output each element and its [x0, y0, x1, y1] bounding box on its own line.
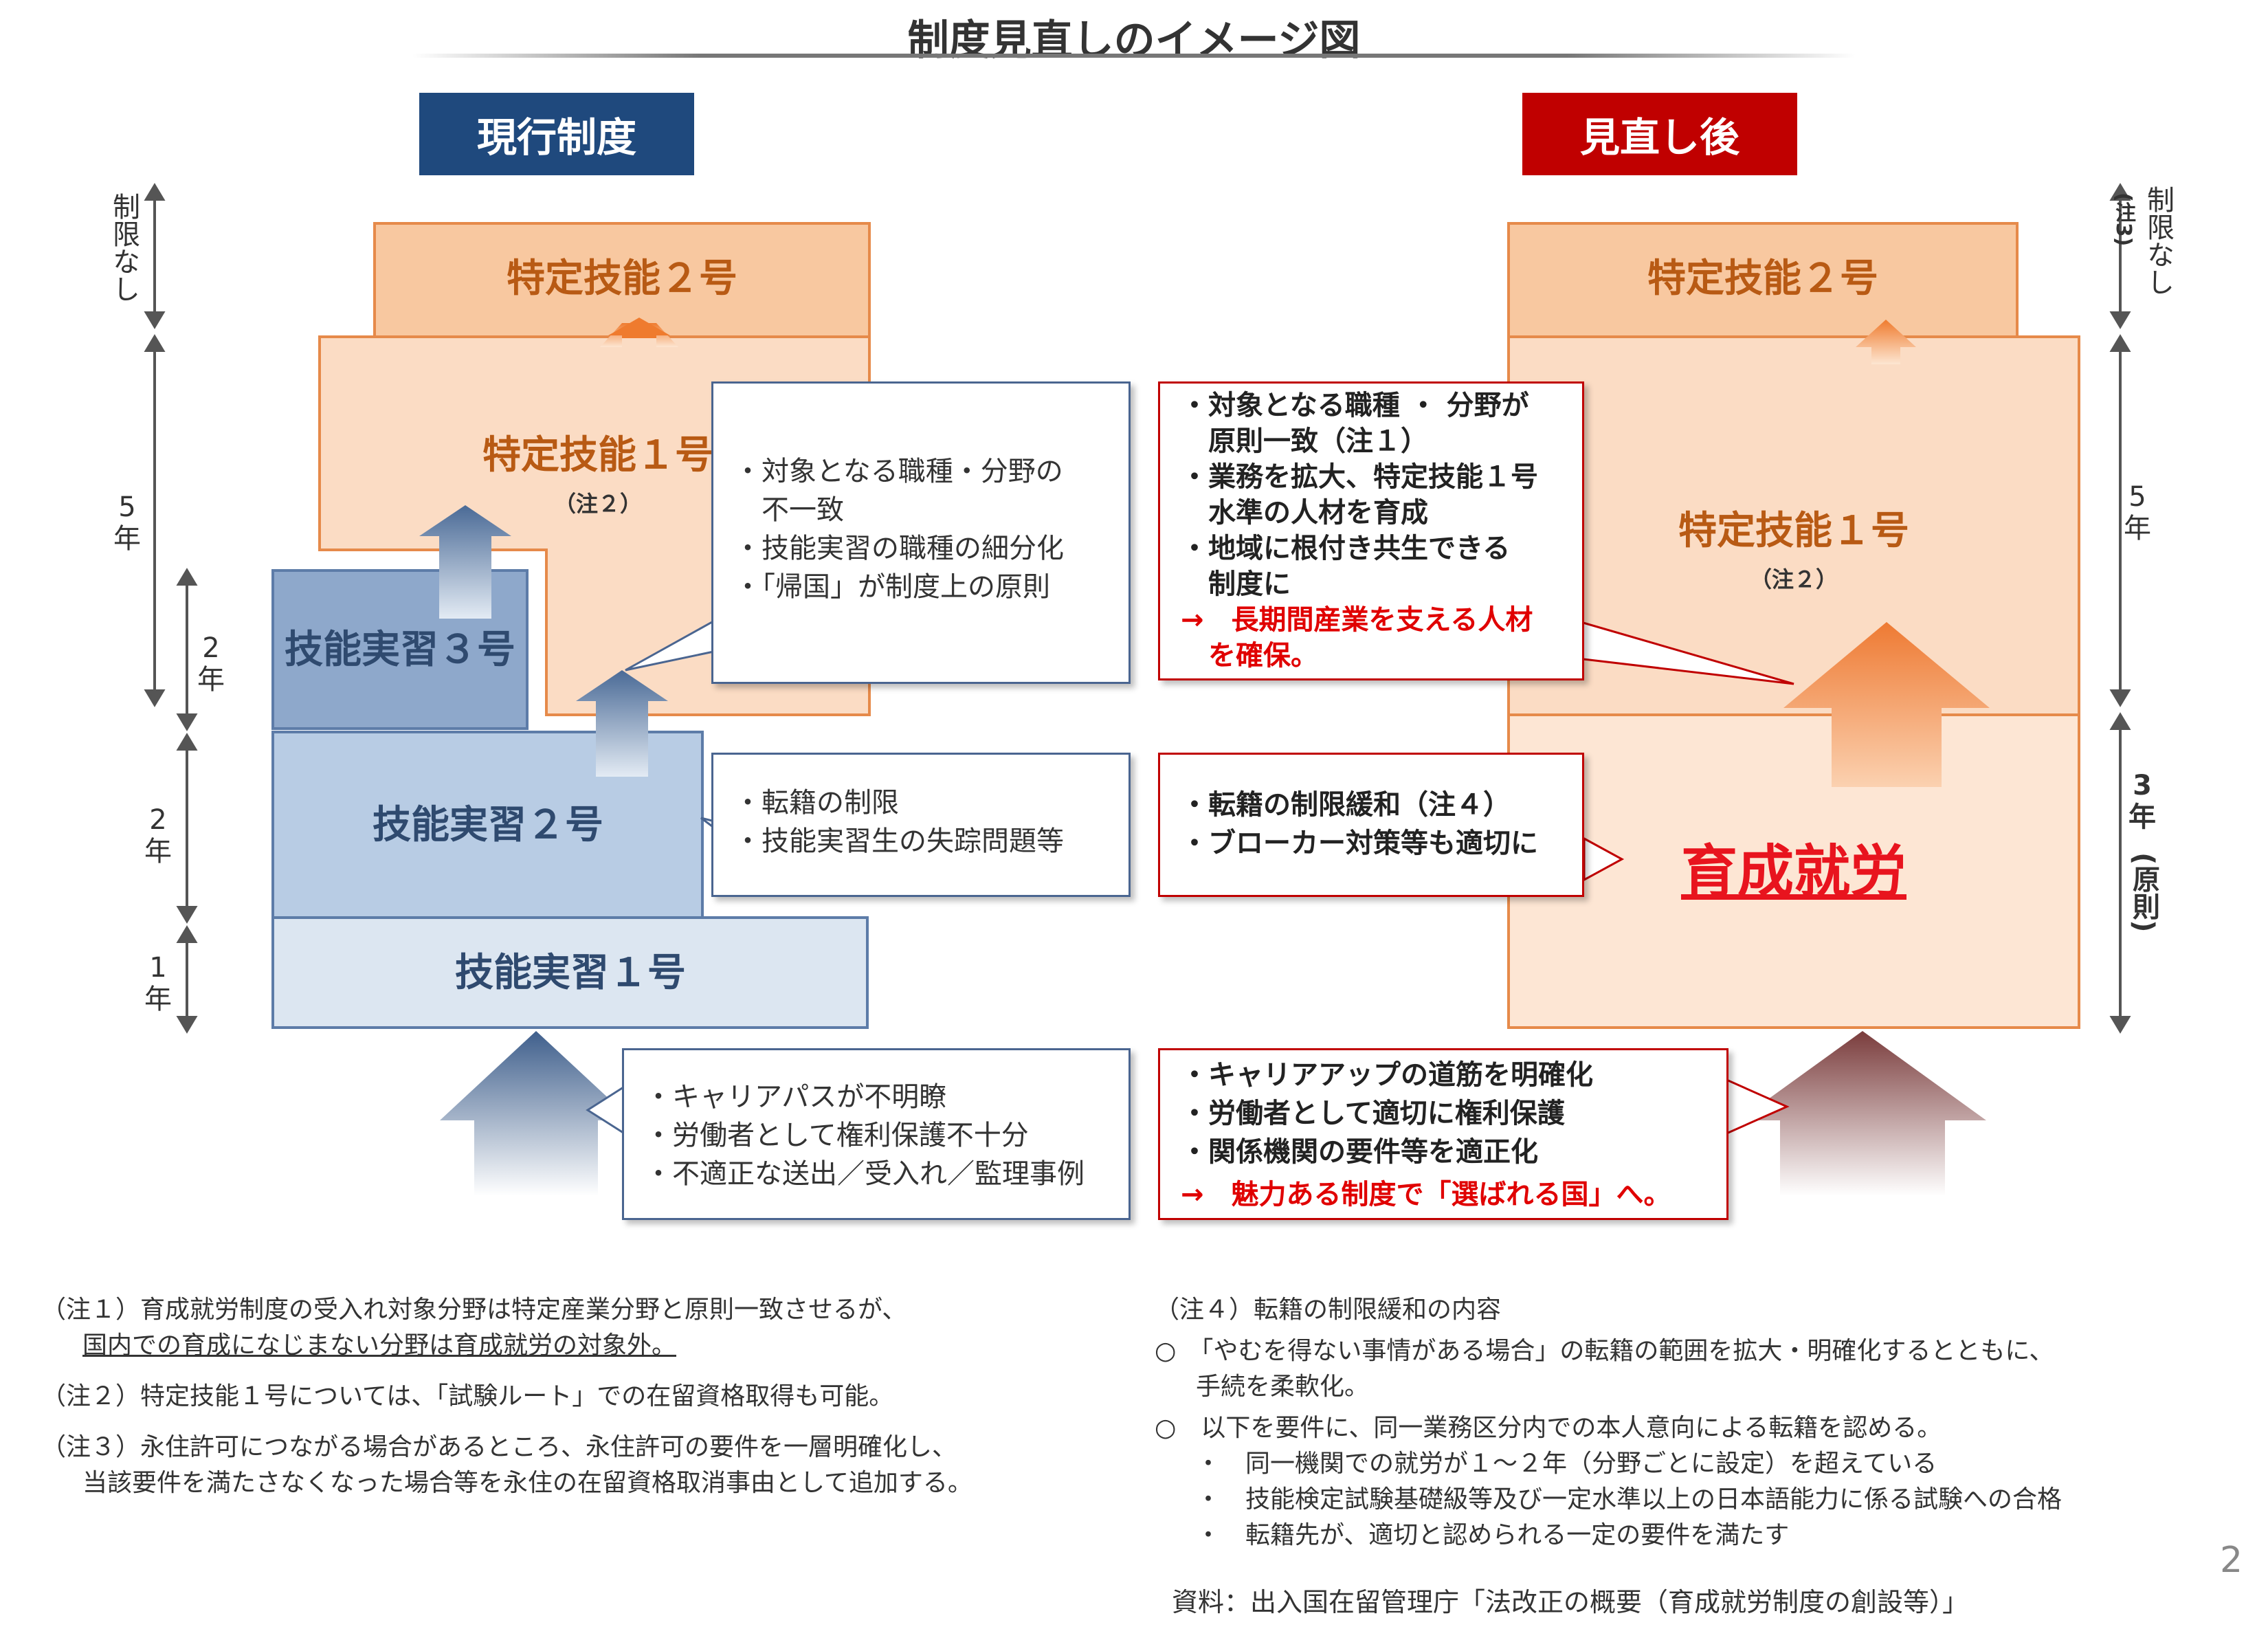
note-3-line-2: 当該要件を満たさなくなった場合等を永住の在留資格取消事由として追加する。 [82, 1469, 972, 1497]
note-1-line-2: 国内での育成になじまない分野は育成就労の対象外。 [82, 1331, 677, 1360]
note-4-b-item-1: ・ 同一機関での就労が１～２年（分野ごとに設定）を超えている [1196, 1450, 1937, 1478]
notes-right: （注４）転籍の制限緩和の内容 ○ 「やむを得ない事情がある場合」の転籍の範囲を拡… [1155, 1292, 2247, 1567]
note-4-a-line-2: 手続を柔軟化。 [1196, 1373, 1370, 1401]
note-4-b-item-2: ・ 技能検定試験基礎級等及び一定水準以上の日本語能力に係る試験への合格 [1196, 1485, 2063, 1514]
source-citation: 資料：出入国在留管理庁「法改正の概要（育成就労制度の創設等）」 [1172, 1587, 1969, 1617]
revised-tokutei2-label: 特定技能２号 [1647, 256, 1878, 301]
title-underline [412, 54, 1856, 58]
right-scale-principle: (原則) [2128, 852, 2159, 933]
right-scale-note3: (注3) [2111, 192, 2135, 247]
page-number: 2 [2220, 1540, 2243, 1581]
note-4-a-line-1: ○ 「やむを得ない事情がある場合」の転籍の範囲を拡大・明確化するとともに、 [1155, 1337, 2054, 1365]
callout-issues-field: ・対象となる職種・分野の 不一致 ・技能実習の職種の細分化 ・「帰国」が制度上の… [711, 381, 1131, 684]
left-scale-1year: 1年 [144, 952, 172, 1015]
current-jisshu1-label: 技能実習１号 [455, 950, 686, 995]
right-scale-unlimited: 制限なし [2142, 186, 2174, 296]
notes-left: （注１）育成就労制度の受入れ対象分野は特定産業分野と原則一致させるが、 国内での… [41, 1292, 1127, 1553]
note-4-title: （注４）転籍の制限緩和の内容 [1155, 1296, 1502, 1324]
left-scale-2years-a: 2年 [197, 632, 225, 696]
current-tokutei1-label: 特定技能１号 （注２） [482, 432, 713, 517]
note-4-b: ○ 以下を要件に、同一業務区分内での本人意向による転籍を認める。 [1155, 1414, 1942, 1442]
note-3-line-1: （注３）永住許可につながる場合があるところ、永住許可の要件を一層明確化し、 [41, 1433, 957, 1461]
callout-fix-transfer: ・転籍の制限緩和（注４） ・ブローカー対策等も適切に [1158, 753, 1584, 897]
revised-system-header: 見直し後 [1522, 93, 1797, 175]
revised-tokutei1-label: 特定技能１号 （注２） [1678, 508, 1909, 592]
callout-issues-career: ・キャリアパスが不明瞭 ・労働者として権利保護不十分 ・不適正な送出／受入れ／監… [622, 1048, 1131, 1220]
right-scale-5years: 5年 [2124, 481, 2151, 544]
callout-fix-field: ・対象となる職種 ・ 分野が 原則一致（注１） ・業務を拡大、特定技能１号 水準… [1158, 381, 1584, 680]
right-scale-3years: 3年 [2128, 770, 2156, 833]
current-jisshu2-label: 技能実習２号 [373, 802, 603, 847]
note-1-line-1: （注１）育成就労制度の受入れ対象分野は特定産業分野と原則一致させるが、 [41, 1296, 907, 1324]
note-2: （注２）特定技能１号については、「試験ルート」での在留資格取得も可能。 [41, 1382, 894, 1410]
current-tokutei2-label: 特定技能２号 [507, 256, 737, 301]
current-jisshu3-label: 技能実習３号 [285, 627, 515, 672]
current-system-header: 現行制度 [419, 93, 694, 175]
callout-fix-career: ・キャリアアップの道筋を明確化 ・労働者として適切に権利保護 ・関係機関の要件等… [1158, 1048, 1728, 1220]
revised-ikusei-label: 育成就労 [1680, 839, 1906, 905]
callout-issues-transfer: ・転籍の制限 ・技能実習生の失踪問題等 [711, 753, 1131, 897]
note-4-b-item-3: ・ 転籍先が、適切と認められる一定の要件を満たす [1196, 1521, 1790, 1549]
left-scale-2years-b: 2年 [144, 804, 172, 867]
left-scale-unlimited: 制限なし [108, 192, 140, 302]
left-scale-5years: 5年 [113, 491, 141, 555]
